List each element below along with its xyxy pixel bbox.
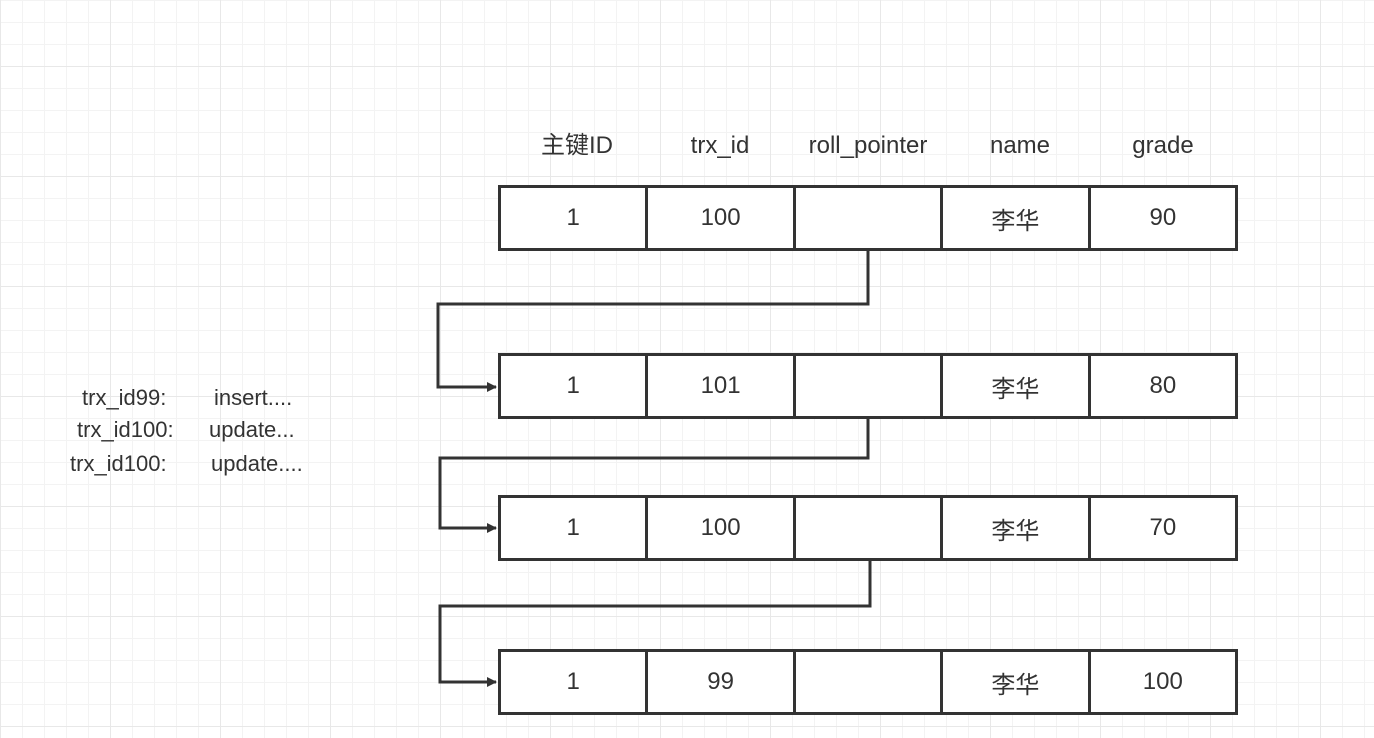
column-header-id: 主键ID (541, 132, 613, 159)
cell-name: 李华 (943, 498, 1091, 558)
cell-id: 1 (501, 356, 649, 416)
cell-grade: 90 (1149, 204, 1177, 231)
cell-name: 李华 (943, 652, 1091, 712)
roll-pointer-arrow-1 (436, 251, 870, 392)
cell-grade: 100 (1142, 668, 1183, 695)
cell-grade: 80 (1149, 372, 1177, 399)
undo-log-label-1: trx_id99: (82, 385, 167, 410)
column-header-trx-id: trx_id (690, 132, 750, 159)
version-row-2: 1 101 李华 80 (498, 353, 1238, 419)
cell-roll-pointer (796, 498, 944, 558)
version-row-1: 1 100 李华 90 (498, 185, 1238, 251)
cell-name: 李华 (943, 356, 1091, 416)
cell-id: 1 (501, 498, 649, 558)
undo-log-label-2: trx_id100: (77, 417, 174, 442)
cell-trx-id: 100 (648, 188, 796, 248)
cell-roll-pointer (796, 652, 944, 712)
cell-id: 1 (501, 188, 649, 248)
cell-name: 李华 (943, 188, 1091, 248)
version-row-3: 1 100 李华 70 (498, 495, 1238, 561)
roll-pointer-arrow-2 (438, 419, 870, 533)
column-header-roll-pointer: roll_pointer (808, 132, 928, 159)
undo-log-op-2: update... (209, 417, 295, 442)
cell-trx-id: 101 (648, 356, 796, 416)
cell-roll-pointer (796, 356, 944, 416)
cell-roll-pointer (796, 188, 944, 248)
version-row-4: 1 99 李华 100 (498, 649, 1238, 715)
column-header-grade: grade (1132, 132, 1194, 159)
undo-log-label-3: trx_id100: (70, 451, 167, 476)
cell-trx-id: 99 (648, 652, 796, 712)
column-header-name: name (989, 132, 1051, 159)
cell-trx-id: 100 (648, 498, 796, 558)
cell-id: 1 (501, 652, 649, 712)
cell-grade: 70 (1149, 514, 1177, 541)
undo-log-op-3: update.... (211, 451, 303, 476)
roll-pointer-arrow-3 (438, 561, 872, 687)
undo-log-op-1: insert.... (214, 385, 293, 410)
